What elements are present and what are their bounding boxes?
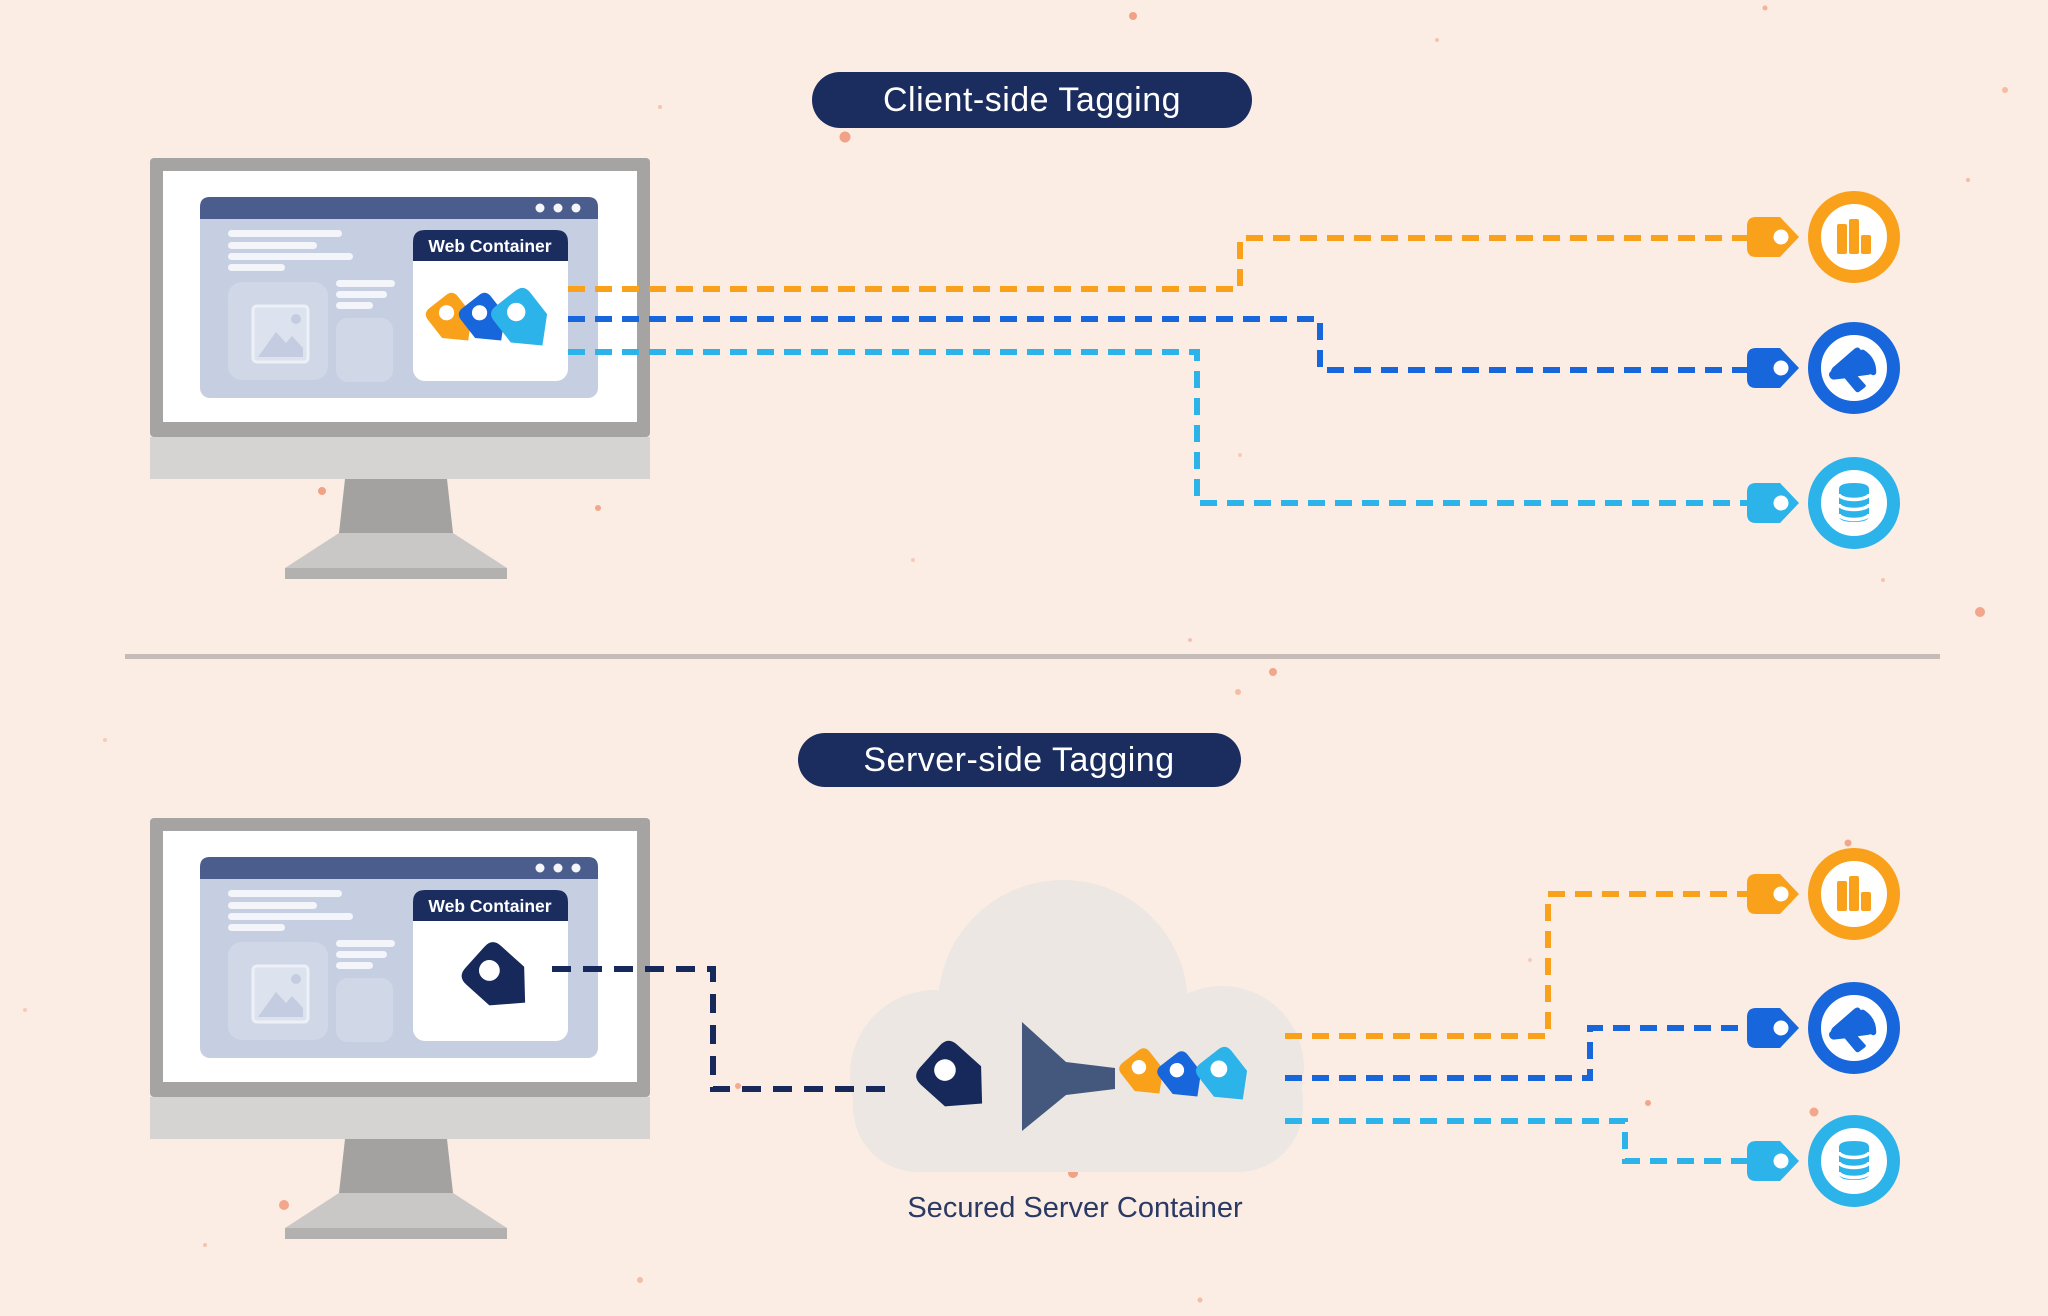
section-divider [125,654,1940,659]
connection-client-analytics [568,235,1747,292]
client-side-badge: Client-side Tagging [812,72,1252,128]
connection-client-storage [568,349,1747,506]
web-container-title-server: Web Container [428,896,551,916]
connection-server-advertising [1285,1025,1747,1081]
destination-advertising-server [1747,982,1900,1074]
destination-storage-server [1747,1115,1900,1207]
cloud-label: Secured Server Container [907,1192,1243,1224]
server-connections [1285,891,1747,1164]
destination-analytics-server [1747,848,1900,940]
database-icon [1837,1139,1871,1182]
connection-server-analytics [1285,891,1747,1039]
web-container-title-client: Web Container [428,236,551,256]
funnel-icon [1022,1022,1115,1131]
database-icon [1837,481,1871,524]
connection-monitor-cloud [552,966,888,1092]
client-side-badge-label: Client-side Tagging [883,81,1181,119]
destination-analytics-client [1747,191,1900,283]
connection-server-storage [1285,1118,1747,1164]
destination-advertising-client [1747,322,1900,414]
destination-storage-client [1747,457,1900,549]
server-cloud: Secured Server Container [850,880,1304,1224]
client-connections [568,235,1747,506]
server-side-badge: Server-side Tagging [798,733,1241,787]
server-side-badge-label: Server-side Tagging [863,741,1174,779]
